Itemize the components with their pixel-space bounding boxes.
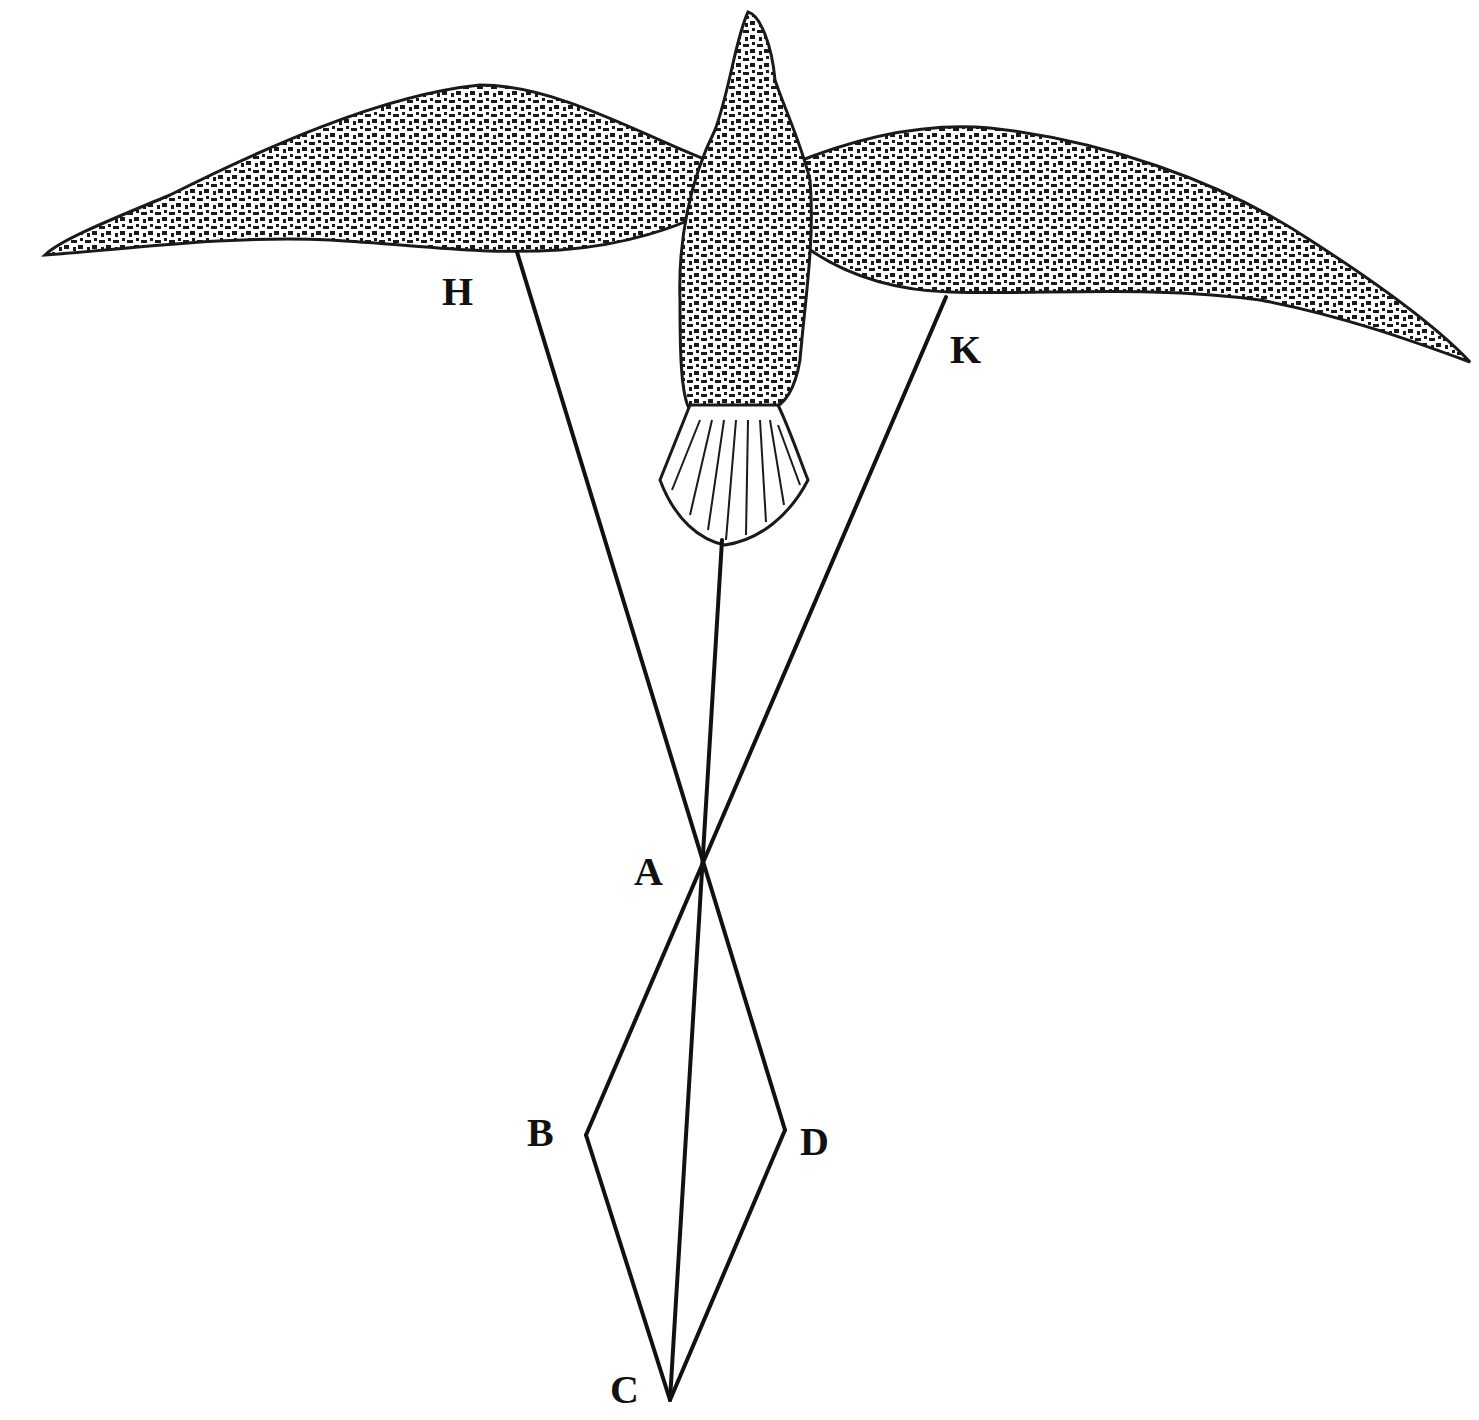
bird-tail [660,405,808,545]
point-label: D [800,1122,829,1162]
bird-body [680,12,812,410]
right-wing [790,127,1470,362]
string-lines [517,252,946,1400]
tail-feathers [672,420,800,540]
point-label: H [442,272,473,312]
point-label: C [610,1370,639,1410]
point-label: A [634,852,663,892]
point-label: B [527,1113,554,1153]
left-wing [45,85,720,255]
point-label: K [950,330,981,370]
